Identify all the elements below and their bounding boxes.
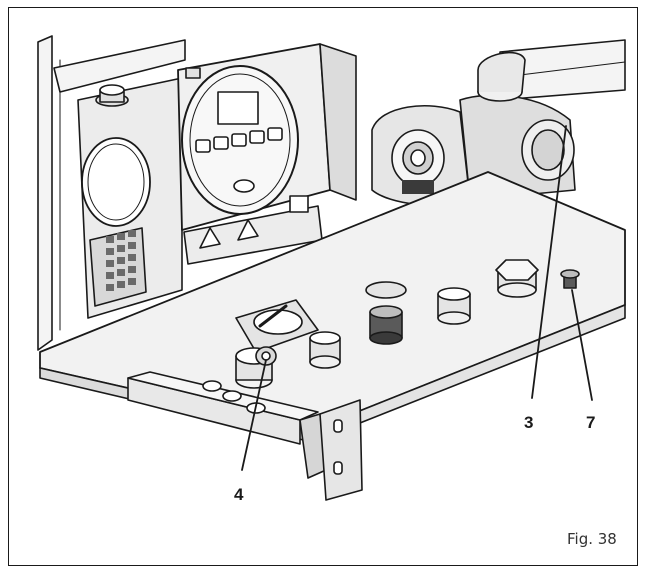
gas-inlet-fitting	[235, 299, 319, 353]
plate-fitting	[365, 281, 407, 345]
drain-valve-7	[560, 269, 580, 289]
panel-button	[267, 127, 283, 141]
warning-triangle-icon	[199, 227, 221, 249]
callout-7: 7	[586, 413, 595, 432]
panel-button	[213, 136, 229, 150]
panel-button	[195, 139, 211, 153]
bottom-plate	[39, 171, 626, 501]
callout-4: 4	[234, 485, 244, 504]
plate-fitting	[437, 287, 471, 325]
plate-fitting	[495, 259, 539, 298]
plate-fitting	[309, 331, 341, 369]
figure-caption: Fig. 38	[567, 530, 617, 548]
leader-line-4	[241, 359, 267, 471]
pump-label	[402, 180, 434, 194]
panel-button	[231, 133, 247, 147]
fitting-4	[235, 346, 277, 389]
warning-triangle-icon	[237, 219, 259, 241]
display-screen	[217, 91, 259, 125]
callout-3: 3	[524, 413, 533, 432]
control-panel	[177, 43, 357, 265]
info-label-icon	[289, 195, 309, 213]
leader-line-7	[571, 289, 593, 401]
service-panel-left	[77, 77, 183, 319]
leader-line-3	[531, 125, 567, 399]
panel-button	[249, 130, 265, 144]
leader-lines	[241, 125, 593, 471]
terminal-block	[106, 230, 136, 291]
